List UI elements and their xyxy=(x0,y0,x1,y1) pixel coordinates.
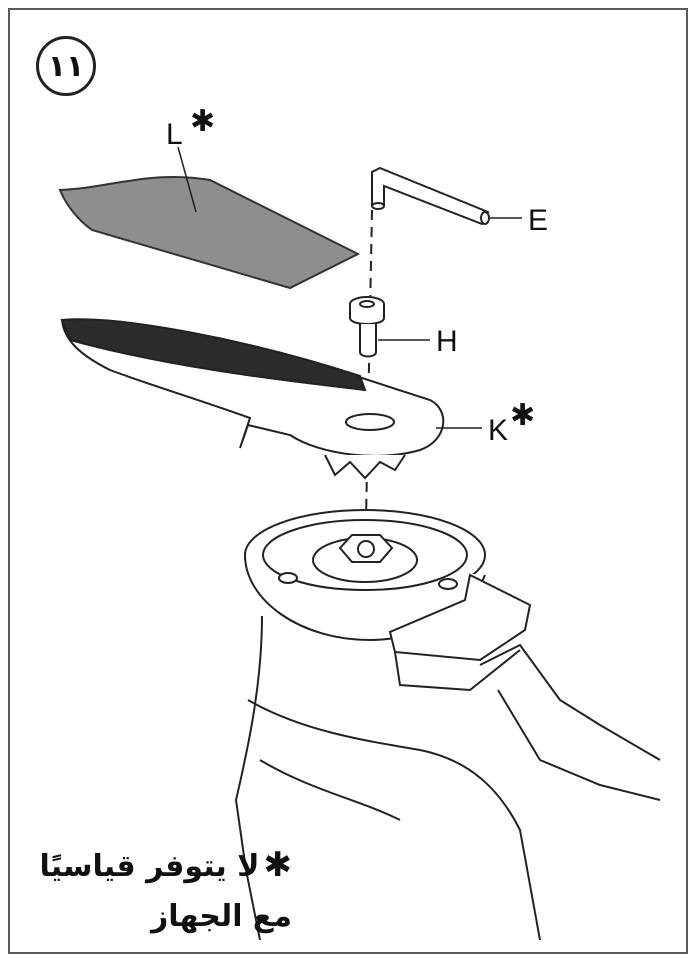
label-h: H xyxy=(436,325,458,358)
step-number: ١١ xyxy=(36,36,96,96)
tool-body xyxy=(234,615,661,941)
label-l: L xyxy=(166,118,183,151)
asterisk-l: ✱ xyxy=(190,104,216,139)
footnote-asterisk: ✱ xyxy=(263,845,293,885)
label-e: E xyxy=(528,204,549,237)
footnote-line-1: لا يتوفر قياسيًا✱ xyxy=(22,840,292,892)
tool-head xyxy=(244,509,532,662)
label-k: K xyxy=(488,414,509,447)
leader-line-l xyxy=(177,146,197,213)
asterisk-k: ✱ xyxy=(510,398,536,433)
sanding-finger-k xyxy=(60,318,445,480)
sanding-sheet-l xyxy=(58,176,361,290)
footnote: لا يتوفر قياسيًا✱ مع الجهاز xyxy=(22,840,292,942)
screw-h xyxy=(349,296,385,358)
hex-key-e xyxy=(371,166,490,226)
footnote-text-1: لا يتوفر قياسيًا xyxy=(39,849,260,884)
figure-frame xyxy=(8,8,688,954)
footnote-line-2: مع الجهاز xyxy=(150,899,292,934)
